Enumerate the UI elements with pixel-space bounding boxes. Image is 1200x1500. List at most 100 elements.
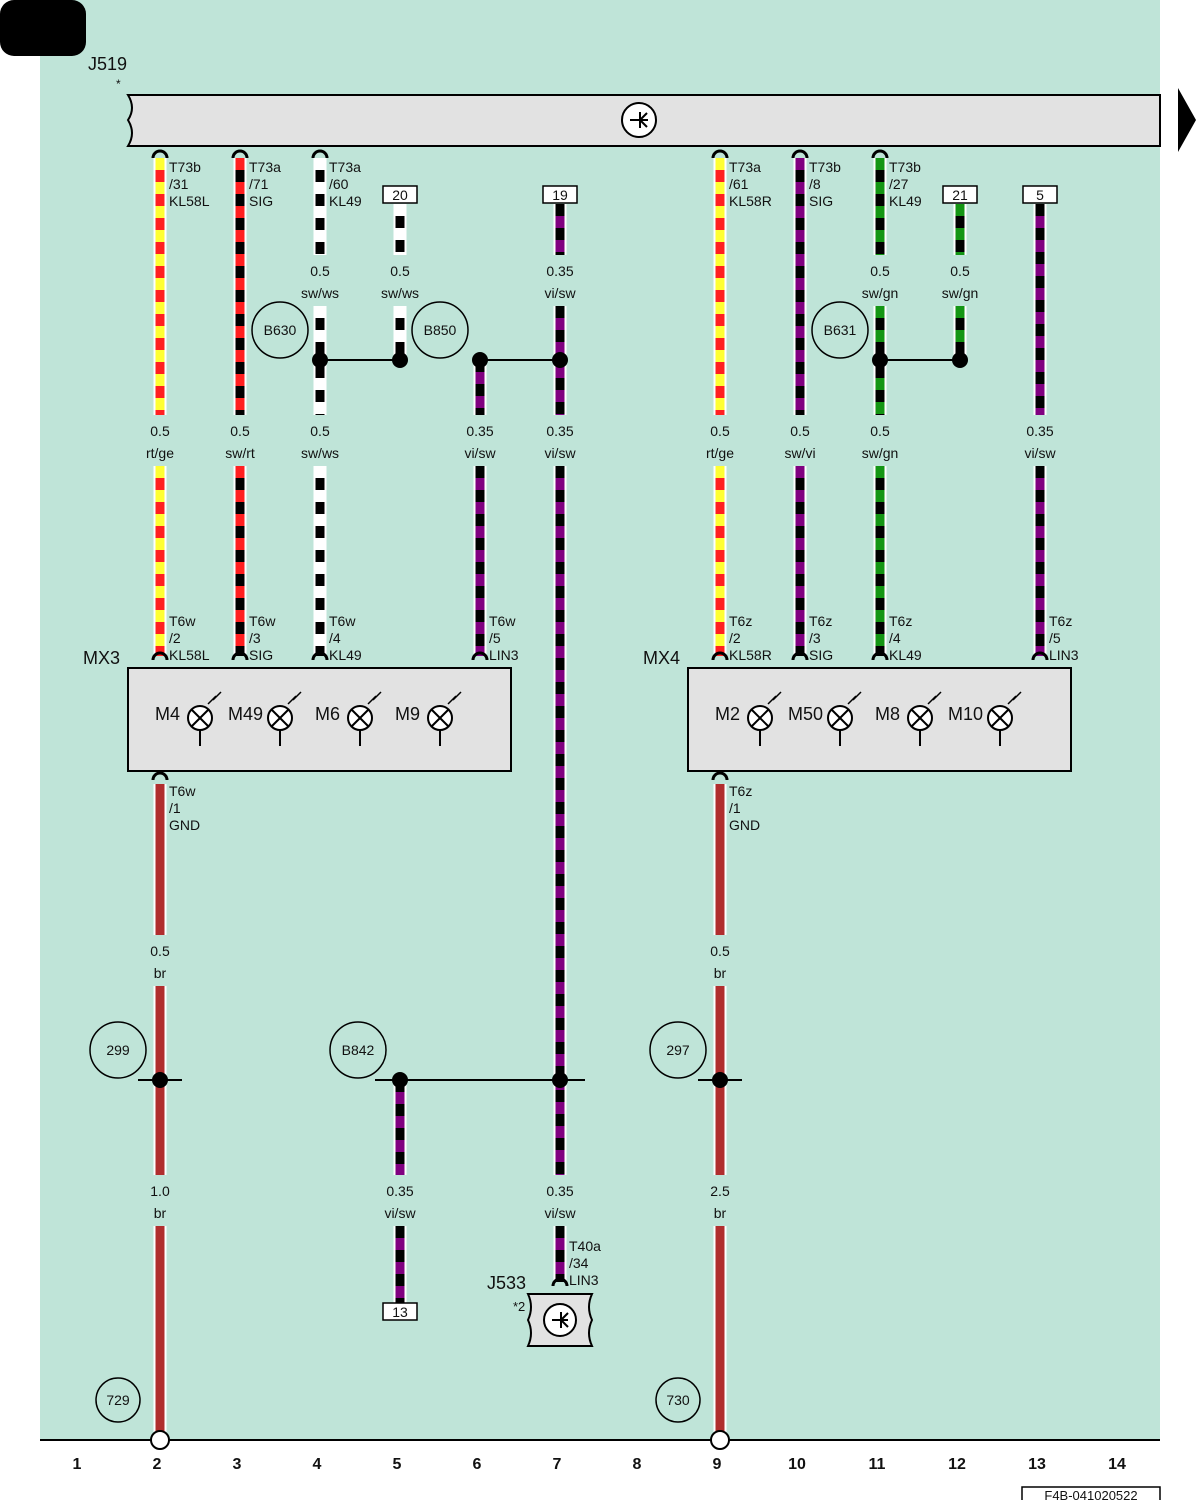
ref-box-20[interactable]: 20 bbox=[382, 185, 418, 204]
light-ray-icon bbox=[287, 691, 302, 705]
control-unit-symbol-icon bbox=[621, 102, 657, 138]
motor-label: M49 bbox=[228, 704, 263, 724]
motor-label: M2 bbox=[715, 704, 740, 724]
pin-contact-icon bbox=[871, 149, 889, 159]
column-number: 12 bbox=[948, 1456, 966, 1473]
junction-dot bbox=[392, 352, 408, 368]
pin-contact-icon bbox=[151, 149, 169, 159]
pin-contact-icon bbox=[711, 771, 729, 781]
motor-cross bbox=[351, 709, 369, 727]
column-number: 3 bbox=[233, 1456, 242, 1473]
column-number: 13 bbox=[1028, 1456, 1046, 1473]
gateway-j533[interactable] bbox=[526, 1293, 594, 1347]
column-numbers: 1 2 3 4 5 6 7 8 9 10 11 12 13 14 bbox=[73, 1456, 1126, 1473]
continuation-729[interactable]: 729 bbox=[95, 1377, 141, 1423]
motor-cross bbox=[191, 709, 209, 727]
wires bbox=[153, 158, 1047, 1432]
junction-dot bbox=[872, 352, 888, 368]
continuation-730[interactable]: 730 bbox=[655, 1377, 701, 1423]
ground-label: 299 bbox=[106, 1042, 130, 1058]
motor-label: M8 bbox=[875, 704, 900, 724]
continuation-label: 729 bbox=[106, 1392, 130, 1408]
light-ray-icon bbox=[207, 691, 222, 705]
connection-b631[interactable]: B631 bbox=[811, 301, 869, 359]
gateway-j533-note: *2 bbox=[513, 1299, 525, 1314]
diagram-code: F4B-041020522 bbox=[1021, 1486, 1161, 1500]
pin-contact-icon bbox=[711, 149, 729, 159]
ref-box-13[interactable]: 13 bbox=[382, 1302, 418, 1321]
pin-contacts bbox=[151, 149, 1049, 1287]
light-ray-icon bbox=[1007, 691, 1022, 705]
connection-label: B630 bbox=[264, 322, 297, 338]
pin-contact-icon bbox=[711, 651, 729, 661]
column-number: 8 bbox=[633, 1456, 642, 1473]
motor-cross bbox=[911, 709, 929, 727]
svg-text:F4B-041020522: F4B-041020522 bbox=[1044, 1488, 1137, 1500]
continuation-label: 730 bbox=[666, 1392, 690, 1408]
pin-contact-icon bbox=[791, 149, 809, 159]
ground-point-299[interactable]: 299 bbox=[89, 1021, 147, 1079]
motor-cross bbox=[831, 709, 849, 727]
pin-contact-icon bbox=[231, 149, 249, 159]
column-number: 6 bbox=[473, 1456, 482, 1473]
column-number: 4 bbox=[313, 1456, 322, 1473]
control-unit-symbol-icon bbox=[543, 1303, 577, 1337]
motor-label: M9 bbox=[395, 704, 420, 724]
junction-dot bbox=[472, 352, 488, 368]
motor-label: M4 bbox=[155, 704, 180, 724]
ref-box-19[interactable]: 19 bbox=[542, 185, 578, 204]
column-number: 11 bbox=[869, 1456, 886, 1473]
connection-b842[interactable]: B842 bbox=[329, 1021, 387, 1079]
connection-label: B631 bbox=[824, 322, 857, 338]
connection-label: B850 bbox=[424, 322, 457, 338]
column-number: 9 bbox=[713, 1456, 722, 1473]
pin-contact-icon bbox=[551, 1277, 569, 1287]
ref-box-21[interactable]: 21 bbox=[942, 185, 978, 204]
column-number: 2 bbox=[153, 1456, 162, 1473]
terminal-end bbox=[710, 1430, 730, 1450]
connection-b630[interactable]: B630 bbox=[251, 301, 309, 359]
terminal-end bbox=[150, 1430, 170, 1450]
ref-box-label: 19 bbox=[552, 187, 568, 203]
column-number: 14 bbox=[1108, 1456, 1126, 1473]
light-ray-icon bbox=[447, 691, 462, 705]
junction-dot bbox=[552, 352, 568, 368]
connection-label: B842 bbox=[342, 1042, 375, 1058]
connection-b850[interactable]: B850 bbox=[411, 301, 469, 359]
light-ray-icon bbox=[847, 691, 862, 705]
light-ray-icon bbox=[927, 691, 942, 705]
ground-label: 297 bbox=[666, 1042, 690, 1058]
ref-box-5[interactable]: 5 bbox=[1022, 185, 1058, 204]
ground-point-297[interactable]: 297 bbox=[649, 1021, 707, 1079]
